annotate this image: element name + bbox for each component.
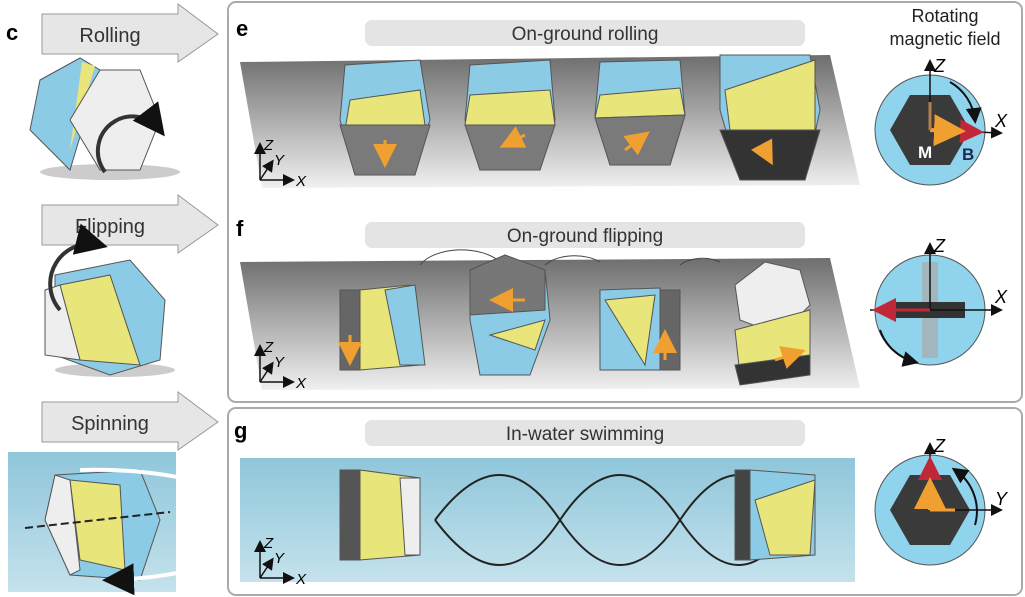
magnetization-arrows-e: [373, 126, 773, 168]
svg-text:In-water swimming: In-water swimming: [506, 424, 664, 445]
field-header-line1: Rotating: [911, 6, 978, 26]
panel-ef-frame: [227, 1, 1023, 403]
magnetization-arrows-f: [338, 288, 806, 369]
axis-z-label: Z: [263, 339, 274, 356]
panel-g-frame: [227, 407, 1023, 596]
vector-m-label: M: [918, 143, 932, 162]
vector-b-label: B: [962, 145, 974, 164]
field-diagram-g: [874, 442, 1003, 566]
panel-label-c: c: [6, 20, 18, 45]
axis-triad-e: [254, 142, 295, 186]
field-axis-y-label: Y: [995, 489, 1009, 509]
panel-label-g: g: [234, 418, 247, 443]
axis-x-label: X: [295, 375, 307, 392]
axis-y-label: Y: [274, 550, 285, 567]
svg-text:On-ground flipping: On-ground flipping: [507, 226, 663, 247]
mode-arrow-spinning: Spinning: [41, 391, 219, 451]
title-pill-e: On-ground rolling: [365, 20, 805, 46]
axis-x-label: X: [295, 571, 307, 588]
axis-triad-g: [254, 540, 295, 584]
field-axis-z-label: Z: [933, 436, 946, 456]
field-diagram-f: [870, 242, 1003, 367]
mode-arrow-flipping: Flipping: [41, 194, 219, 254]
title-pill-f: On-ground flipping: [365, 222, 805, 248]
title-pill-g: In-water swimming: [365, 420, 805, 446]
panel-label-e: e: [236, 16, 248, 41]
mode-arrow-rolling: Rolling: [41, 3, 219, 63]
field-axis-z-label: Z: [933, 56, 946, 76]
field-axis-z-label: Z: [933, 236, 946, 256]
axis-y-label: Y: [274, 354, 285, 371]
field-axis-x-label: X: [994, 287, 1008, 307]
field-header-line2: magnetic field: [889, 29, 1000, 49]
robot-flipping-illustration: [44, 223, 175, 377]
axis-triad-f: [254, 344, 295, 388]
axis-z-label: Z: [263, 137, 274, 154]
field-axis-x-label: X: [994, 111, 1008, 131]
robot-rolling-illustration: [29, 57, 180, 180]
robot-spinning-illustration: [8, 452, 263, 596]
axis-x-label: X: [295, 173, 307, 190]
svg-text:Spinning: Spinning: [71, 413, 149, 435]
axis-y-label: Y: [274, 152, 285, 169]
svg-text:Rolling: Rolling: [79, 25, 140, 47]
rolling-sequence: [339, 54, 821, 181]
panel-label-f: f: [236, 216, 244, 241]
swimming-sequence: [339, 469, 816, 566]
flipping-sequence: [339, 249, 811, 386]
field-diagram-e: [874, 59, 1003, 186]
axis-z-label: Z: [263, 535, 274, 552]
svg-text:On-ground rolling: On-ground rolling: [512, 24, 659, 45]
svg-text:Flipping: Flipping: [75, 216, 145, 238]
